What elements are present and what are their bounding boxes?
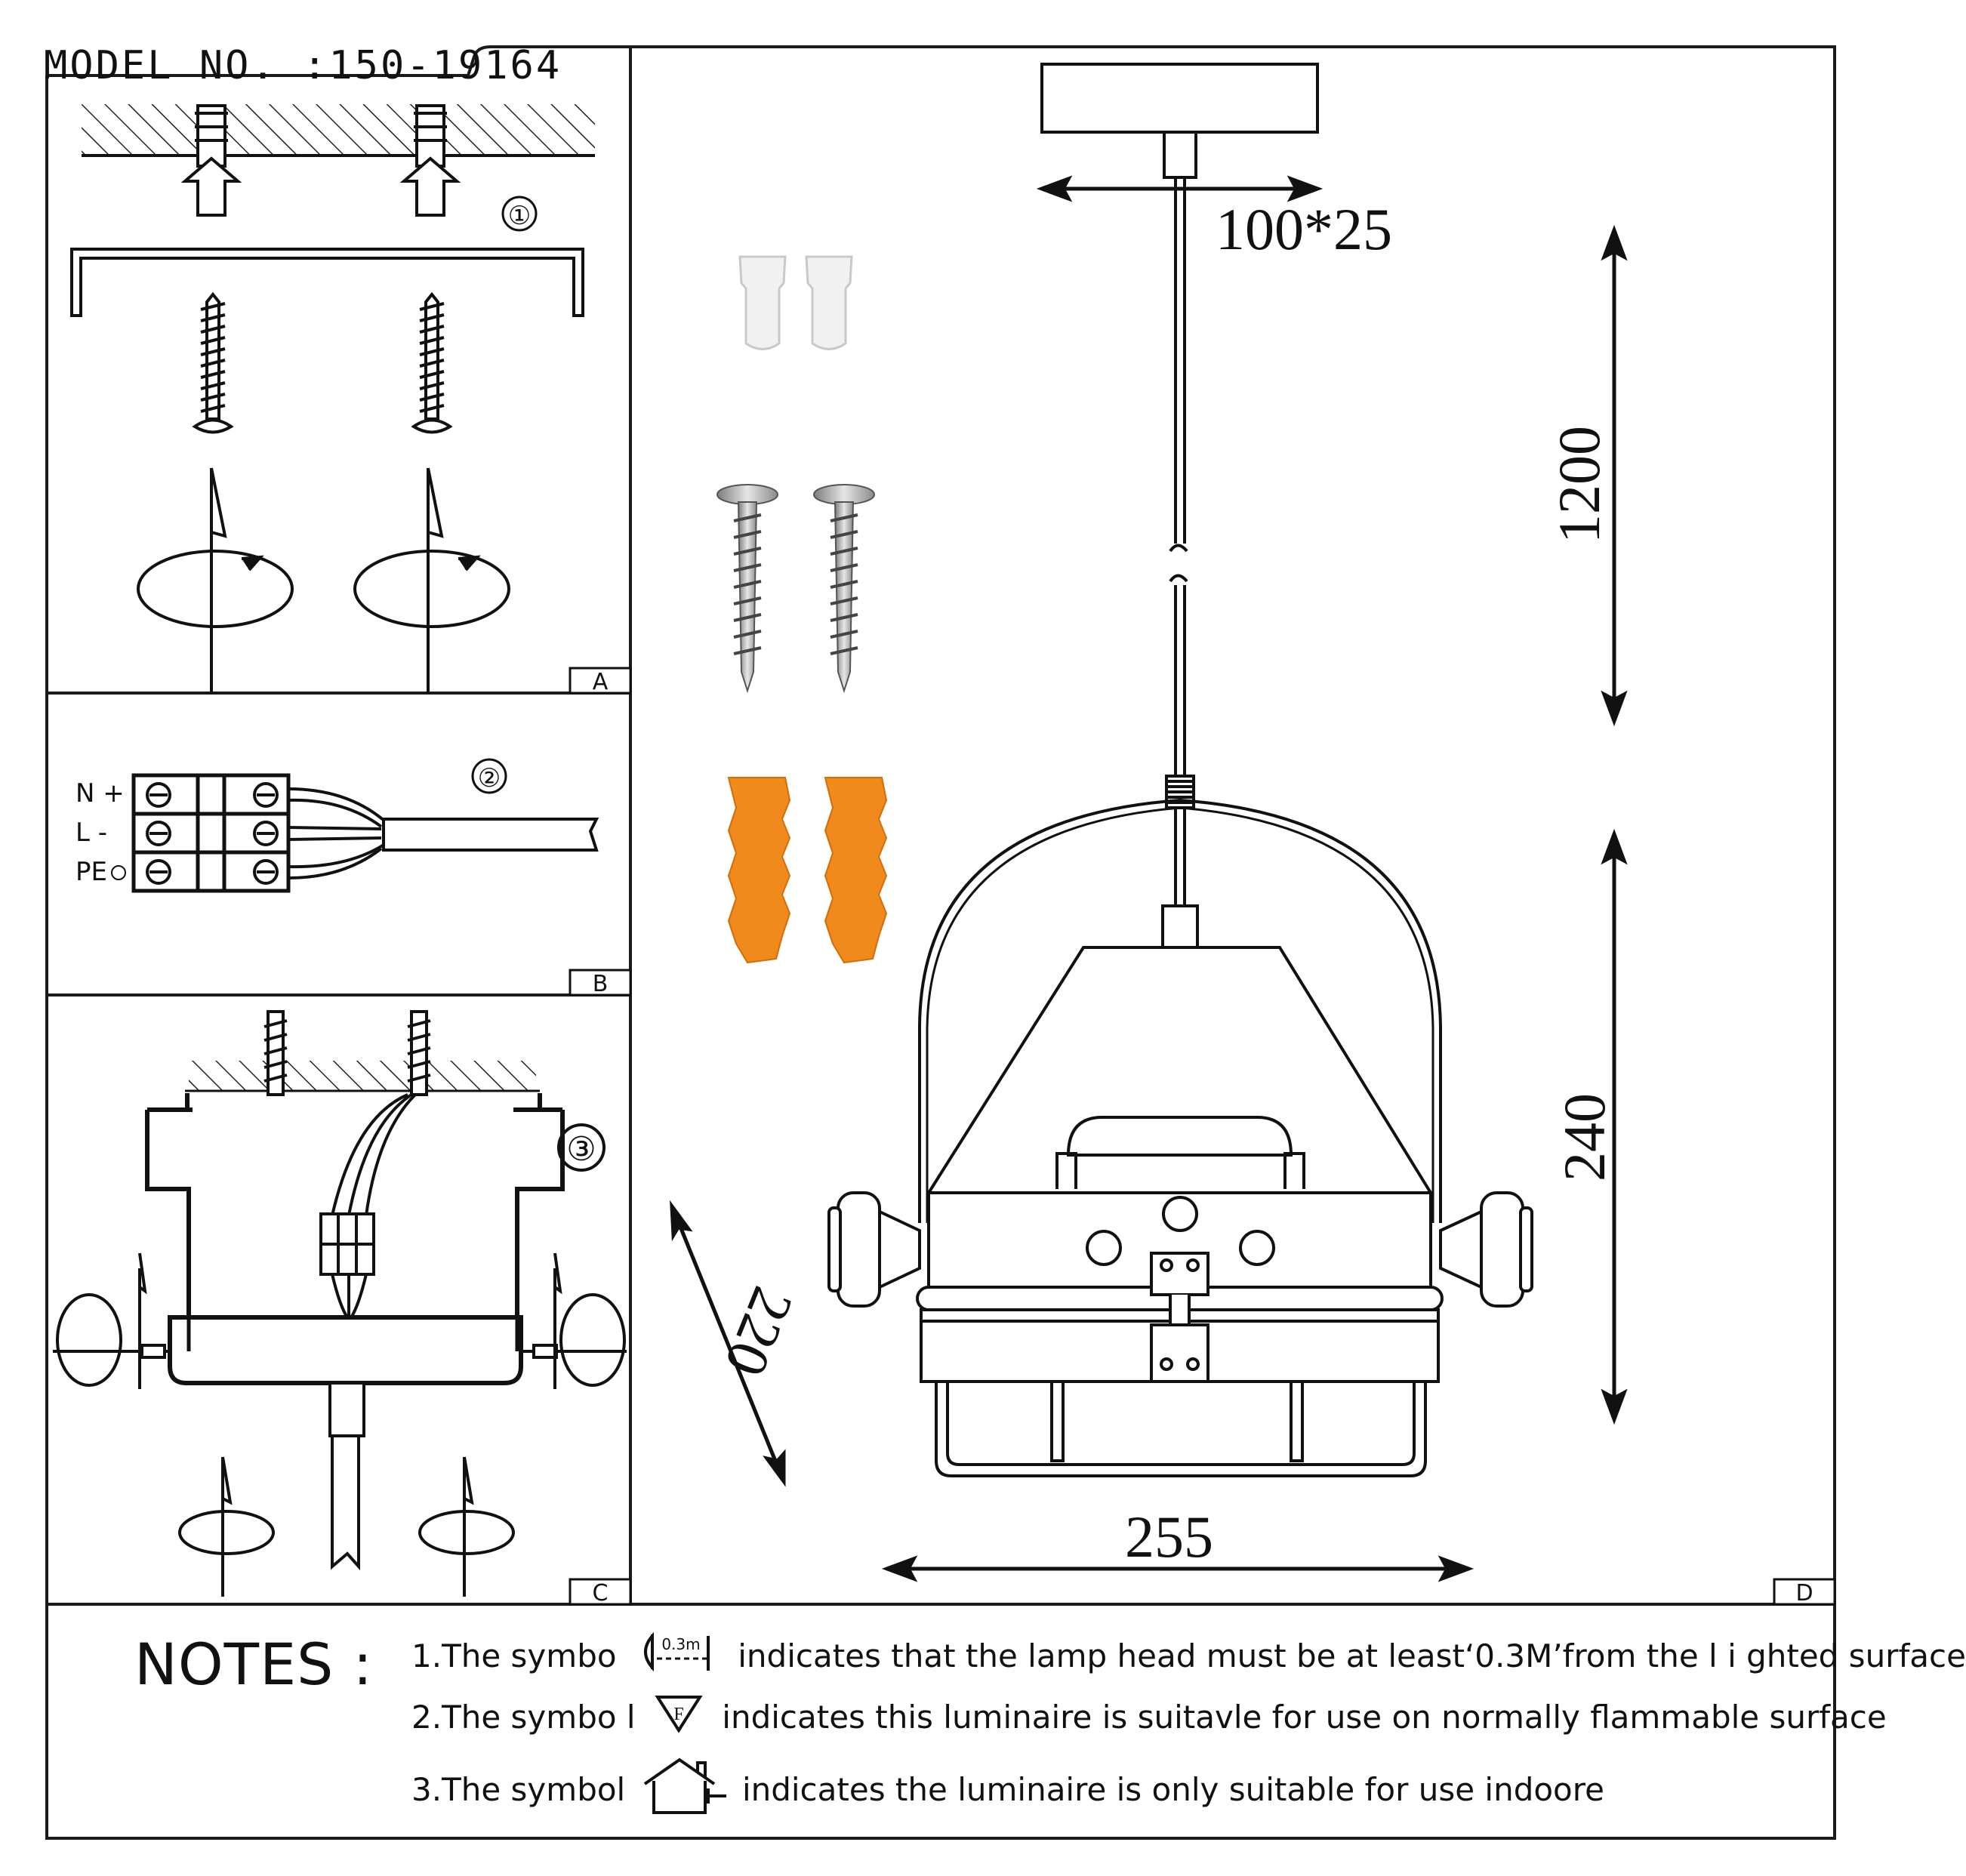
note-3: 3.The symbol indicates the luminaire is … (411, 1755, 1604, 1823)
flammable-symbol-text: F (673, 1705, 683, 1724)
terminal-n-label: N + (75, 778, 125, 809)
rotate-arrow-right (353, 467, 510, 693)
c-screws (263, 1010, 431, 1096)
panel-c-label: C (593, 1580, 609, 1606)
depth-dimension: 220 (712, 1279, 806, 1385)
height-dimension: 240 (1552, 1093, 1617, 1181)
step-3-marker: ③ (566, 1130, 596, 1169)
distance-symbol-text: 0.3m (661, 1635, 700, 1653)
mounting-bracket (70, 248, 584, 317)
note-2-prefix: 2.The symbo l (411, 1698, 636, 1736)
canopy-dimension: 100*25 (1216, 196, 1392, 262)
ceiling-anchor-right (399, 104, 461, 217)
ceiling-anchor-left (180, 104, 242, 217)
pendant-lamp (827, 63, 1533, 1477)
indoor-house-icon (639, 1755, 729, 1823)
flammable-surface-icon: F (655, 1693, 703, 1741)
dimension-lines (670, 175, 1628, 1582)
wall-anchors (727, 777, 888, 964)
canopy-outline (145, 1093, 565, 1317)
panel-d: 100*25 1200 240 255 220 D (670, 63, 1836, 1606)
terminal-screws (146, 782, 279, 885)
terminal-pe-label: PE (75, 857, 107, 887)
note-2-text: indicates this luminaire is suitavle for… (722, 1698, 1887, 1736)
panel-d-label: D (1795, 1580, 1813, 1606)
terminal-l-label: L - (75, 818, 107, 848)
instruction-sheet: MODEL NO. :150-19164 ① (44, 43, 1966, 1840)
panel-a-label: A (593, 669, 609, 695)
metal-screws (716, 484, 875, 694)
diagram-svg: MODEL NO. :150-19164 ① (44, 43, 1836, 1840)
notes-section: NOTES : 1.The symbo 0.3m indicates that … (45, 1604, 1966, 1831)
note-2: 2.The symbo l F indicates this luminaire… (411, 1693, 1887, 1741)
panel-c: ③ C (53, 1010, 632, 1606)
canopy-plate (168, 1315, 523, 1385)
width-dimension: 255 (1125, 1504, 1213, 1569)
note-1-prefix: 1.The symbo (411, 1637, 617, 1674)
c-rotate-arrows (178, 1456, 515, 1597)
earth-icon (111, 865, 126, 880)
notes-title: NOTES : (134, 1631, 374, 1698)
distance-symbol-icon: 0.3m (636, 1628, 719, 1683)
note-1: 1.The symbo 0.3m indicates that the lamp… (411, 1628, 1966, 1683)
ceiling-canopy (1040, 63, 1319, 134)
note-3-prefix: 3.The symbol (411, 1770, 626, 1808)
c-side-screws (53, 1252, 627, 1389)
model-number: MODEL NO. :150-19164 (44, 43, 562, 88)
screw-left (192, 291, 234, 434)
rotate-arrow-left (137, 467, 294, 693)
wire-connectors (738, 255, 853, 350)
note-1-text: indicates that the lamp head must be at … (738, 1637, 1966, 1674)
panel-b: N + L - PE ② (75, 758, 632, 997)
panel-a: ① A (70, 104, 632, 695)
step-2-marker: ② (478, 763, 501, 793)
c-wires (319, 1093, 417, 1319)
frame (45, 45, 1836, 1840)
c-cord (328, 1382, 365, 1571)
wire-cable (288, 787, 599, 879)
model-label: MODEL NO. :150-19164 (44, 43, 630, 88)
note-3-text: indicates the luminaire is only suitable… (741, 1770, 1604, 1808)
cable-length-dimension: 1200 (1546, 426, 1612, 544)
step-1-marker: ① (508, 201, 531, 231)
panel-b-label: B (593, 971, 609, 997)
screw-right (411, 291, 453, 434)
